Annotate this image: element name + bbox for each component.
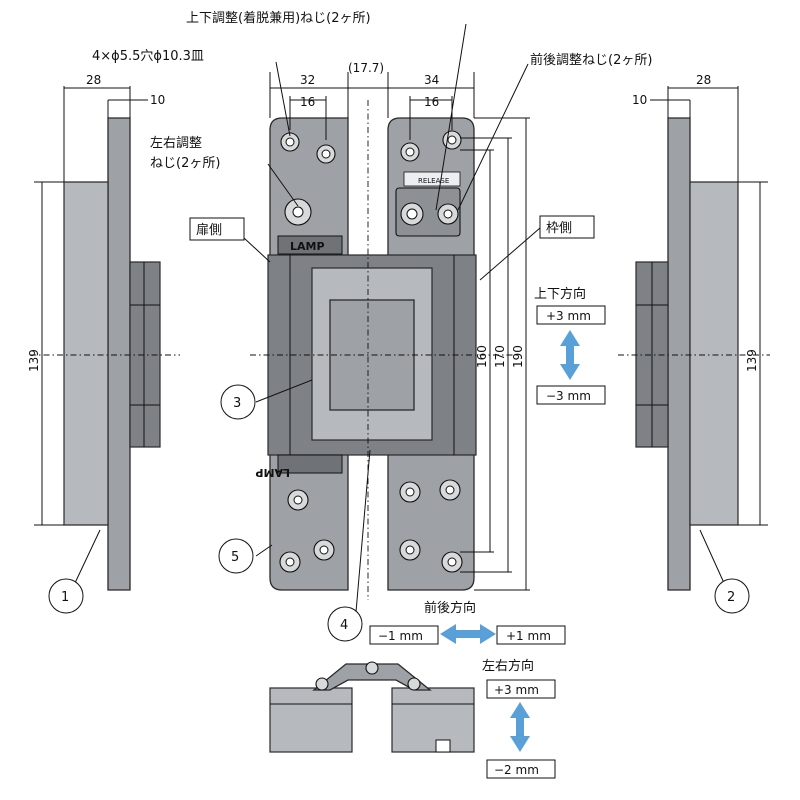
dim-top-32: 32 [300, 73, 315, 87]
part-5: 5 [231, 550, 239, 565]
front-view [74, 23, 725, 613]
dim-right-10: 10 [632, 93, 647, 107]
dim-right-28: 28 [696, 73, 711, 87]
left-side-view [30, 86, 180, 591]
dim-h-139-right: 139 [745, 349, 759, 372]
dim-h-170: 170 [493, 345, 507, 368]
lateral-title: 左右方向 [482, 658, 534, 674]
right-side-view [618, 86, 770, 591]
lateral-plus: +3 mm [494, 683, 539, 697]
top-adjust-label: 上下調整(着脱兼用)ねじ(2ヶ所) [186, 10, 371, 26]
depth-plus: +1 mm [506, 629, 551, 643]
frame-side-label: 枠側 [546, 221, 572, 236]
depth-arrow-icon [440, 624, 496, 644]
dim-h-139-left: 139 [27, 349, 41, 372]
door-side-label: 扉側 [196, 222, 222, 238]
part-4: 4 [340, 618, 348, 633]
logo-bottom: LAMP [255, 466, 290, 479]
release-label: RELEASE [418, 177, 449, 185]
vertical-title: 上下方向 [534, 286, 586, 302]
depth-adjust-label: 前後調整ねじ(2ヶ所) [530, 52, 652, 68]
dim-left-10: 10 [150, 93, 165, 107]
lateral-arrow-icon [510, 702, 530, 752]
dim-top-17-7: (17.7) [348, 61, 384, 75]
mount-holes-label: 4×ϕ5.5穴ϕ10.3皿 [92, 49, 204, 64]
vertical-arrow-icon [560, 330, 580, 380]
lateral-minus: −2 mm [494, 763, 539, 777]
part-3: 3 [233, 396, 241, 411]
part-1: 1 [61, 590, 69, 605]
dim-h-160: 160 [475, 345, 489, 368]
plan-view [269, 661, 475, 753]
dim-left-28: 28 [86, 73, 101, 87]
part-2: 2 [727, 590, 735, 605]
depth-minus: −1 mm [378, 629, 423, 643]
lateral-adjust-label-1: 左右調整 [150, 136, 202, 151]
logo-top: LAMP [290, 240, 325, 253]
lateral-adjust-label-2: ねじ(2ヶ所) [150, 156, 220, 171]
vertical-plus: +3 mm [546, 309, 591, 323]
dim-h-190: 190 [511, 345, 525, 368]
vertical-minus: −3 mm [546, 389, 591, 403]
dim-top-16b: 16 [424, 95, 439, 109]
depth-title: 前後方向 [424, 600, 476, 616]
dim-top-34: 34 [424, 73, 439, 87]
dim-top-16a: 16 [300, 95, 315, 109]
